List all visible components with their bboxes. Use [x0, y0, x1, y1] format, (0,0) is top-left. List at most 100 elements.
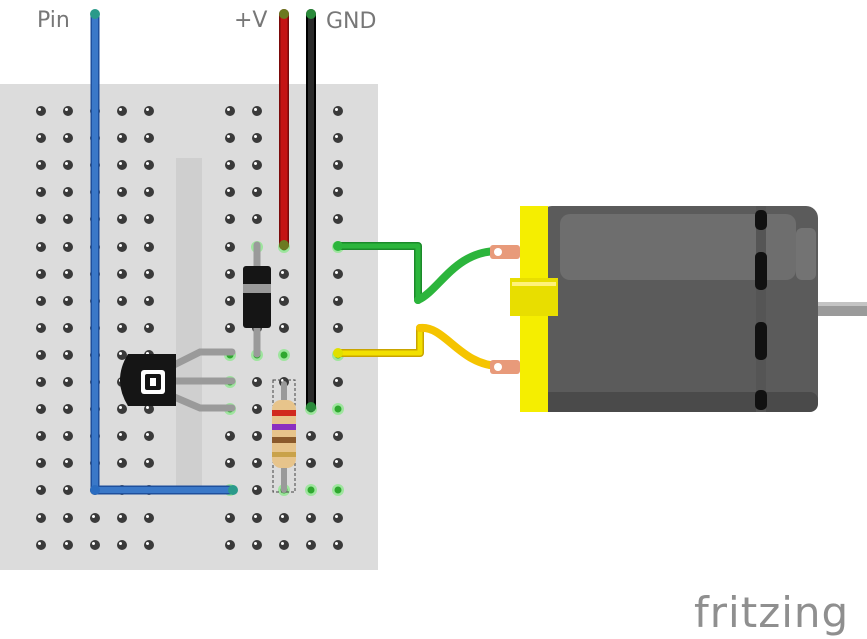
breadboard-hole-shine	[119, 325, 122, 328]
breadboard-hole	[225, 187, 235, 197]
breadboard-hole-shine	[119, 108, 122, 111]
breadboard-hole	[36, 160, 46, 170]
gnd-wire[interactable]	[306, 9, 316, 412]
breadboard-hole-shine	[65, 406, 68, 409]
breadboard-hole	[144, 269, 154, 279]
breadboard-hole-shine	[146, 216, 149, 219]
breadboard-hole	[117, 187, 127, 197]
breadboard-hole-shine	[227, 135, 230, 138]
breadboard-hole-shine	[65, 352, 68, 355]
breadboard-hole-shine	[146, 515, 149, 518]
resistor[interactable]	[272, 379, 296, 493]
vplus-wire[interactable]	[279, 9, 289, 250]
breadboard-hole	[36, 296, 46, 306]
breadboard-hole-shine	[254, 135, 257, 138]
breadboard-hole	[144, 214, 154, 224]
breadboard-hole-shine	[335, 298, 338, 301]
breadboard-hole-shine	[227, 216, 230, 219]
breadboard-hole	[144, 160, 154, 170]
breadboard-hole-shine	[146, 162, 149, 165]
breadboard-hole	[225, 296, 235, 306]
breadboard-hole-shine	[335, 460, 338, 463]
breadboard-center-channel	[176, 158, 202, 488]
breadboard-hole-shine	[146, 189, 149, 192]
breadboard-hole-shine	[227, 298, 230, 301]
breadboard-hole-shine	[38, 189, 41, 192]
breadboard-hole	[117, 242, 127, 252]
breadboard-hole	[306, 540, 316, 550]
breadboard-hole-shine	[65, 487, 68, 490]
breadboard-hole-shine	[146, 460, 149, 463]
breadboard-hole	[63, 242, 73, 252]
breadboard-hole	[333, 133, 343, 143]
breadboard-hole	[36, 269, 46, 279]
breadboard-hole-shine	[335, 325, 338, 328]
breadboard-hole-shine	[281, 542, 284, 545]
breadboard-hole	[279, 296, 289, 306]
breadboard-hole-shine	[335, 542, 338, 545]
breadboard-hole-shine	[65, 379, 68, 382]
breadboard-hole	[144, 513, 154, 523]
breadboard-hole	[117, 431, 127, 441]
breadboard-hole-shine	[65, 271, 68, 274]
breadboard-hole-shine	[335, 379, 338, 382]
breadboard-hole	[63, 540, 73, 550]
breadboard-hole	[36, 404, 46, 414]
breadboard-hole	[333, 323, 343, 333]
breadboard-hole	[252, 540, 262, 550]
breadboard-hole	[225, 106, 235, 116]
breadboard-hole	[280, 351, 288, 359]
breadboard-hole-shine	[254, 216, 257, 219]
breadboard-hole	[117, 133, 127, 143]
motor-wire-a[interactable]	[333, 241, 504, 304]
breadboard-hole	[36, 214, 46, 224]
breadboard-hole	[333, 458, 343, 468]
breadboard-hole-shine	[254, 515, 257, 518]
breadboard-hole	[36, 350, 46, 360]
transistor[interactable]	[120, 354, 176, 406]
breadboard-hole-shine	[38, 460, 41, 463]
breadboard-hole	[333, 513, 343, 523]
breadboard-hole-shine	[308, 460, 311, 463]
breadboard-hole	[63, 187, 73, 197]
breadboard-hole-shine	[335, 216, 338, 219]
breadboard-hole-shine	[38, 135, 41, 138]
breadboard-hole	[225, 458, 235, 468]
breadboard-hole	[333, 431, 343, 441]
breadboard-hole-shine	[119, 406, 122, 409]
dc-motor[interactable]	[490, 206, 867, 412]
breadboard-hole-shine	[227, 433, 230, 436]
breadboard-hole-shine	[38, 515, 41, 518]
breadboard-hole-shine	[146, 433, 149, 436]
breadboard-hole-shine	[146, 298, 149, 301]
breadboard-hole	[306, 431, 316, 441]
breadboard-hole-shine	[38, 271, 41, 274]
breadboard-hole-shine	[335, 108, 338, 111]
breadboard-hole-shine	[38, 162, 41, 165]
breadboard-hole-shine	[38, 352, 41, 355]
motor-wire-b[interactable]	[333, 323, 504, 370]
breadboard-hole-shine	[227, 271, 230, 274]
breadboard-hole	[252, 513, 262, 523]
diode[interactable]	[243, 241, 271, 358]
breadboard-hole	[307, 486, 315, 494]
breadboard-hole-shine	[227, 542, 230, 545]
breadboard-hole	[252, 214, 262, 224]
breadboard-hole	[36, 485, 46, 495]
breadboard-hole	[279, 269, 289, 279]
breadboard-hole-shine	[254, 379, 257, 382]
breadboard-hole	[117, 458, 127, 468]
breadboard-hole-shine	[281, 271, 284, 274]
breadboard-hole-shine	[38, 108, 41, 111]
breadboard-hole	[63, 350, 73, 360]
breadboard-hole	[306, 458, 316, 468]
pin-wire[interactable]	[90, 9, 238, 495]
breadboard-hole	[63, 485, 73, 495]
breadboard-hole-shine	[119, 352, 122, 355]
breadboard-hole	[225, 323, 235, 333]
breadboard-hole-shine	[119, 542, 122, 545]
breadboard-hole	[36, 323, 46, 333]
breadboard-hole-shine	[65, 189, 68, 192]
breadboard-hole-shine	[38, 433, 41, 436]
